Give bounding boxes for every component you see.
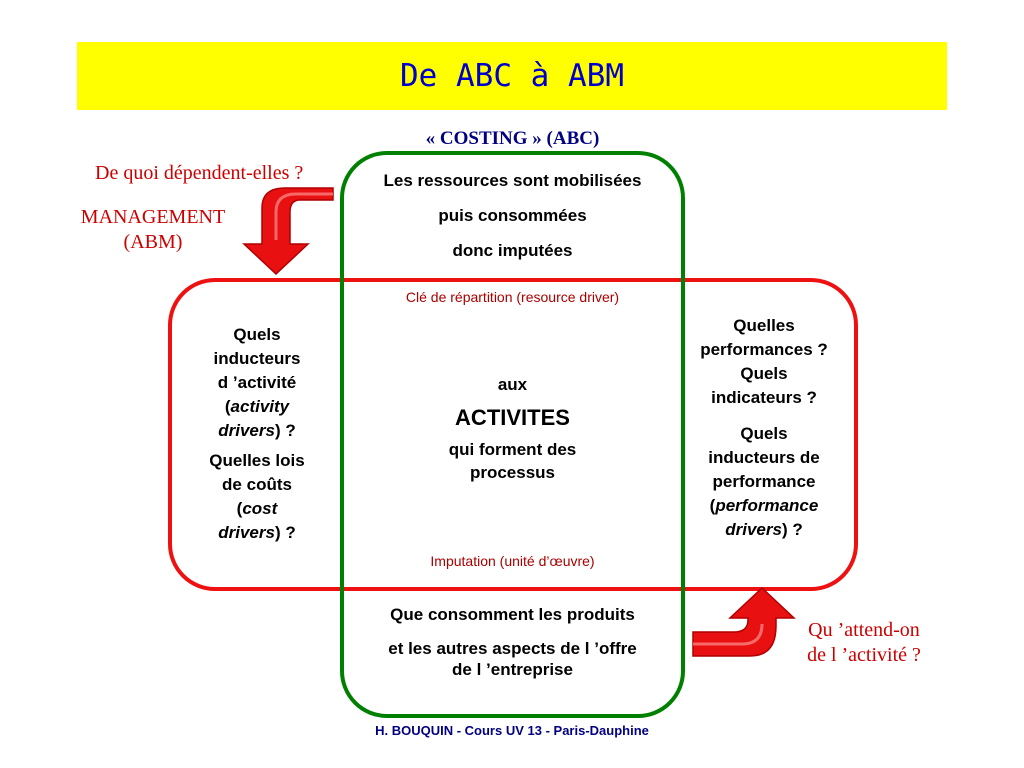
left-line8: (cost xyxy=(236,499,278,518)
center-top-text: Les ressources sont mobilisées puis cons… xyxy=(342,170,683,261)
activites-line1: qui forment des xyxy=(448,440,577,459)
left-line4: (activity xyxy=(224,397,290,416)
management-label: MANAGEMENT (ABM) xyxy=(60,205,246,255)
left-line9: drivers) ? xyxy=(218,523,296,542)
management-frame xyxy=(168,278,858,591)
center-top-line3: donc imputées xyxy=(452,241,573,260)
left-line6: Quelles lois xyxy=(209,451,305,470)
drivers-term: drivers xyxy=(725,520,782,539)
performance-term: performance xyxy=(715,496,819,515)
management-question: De quoi dépendent-elles ? xyxy=(95,162,304,184)
right-line4: indicateurs ? xyxy=(711,388,817,407)
right-line5: Quels xyxy=(740,424,788,443)
activity-term: activity xyxy=(230,397,290,416)
management-label-line1: MANAGEMENT xyxy=(80,206,226,228)
right-panel: Quelles performances ? Quels indicateurs… xyxy=(684,314,844,542)
right-line8: (performance xyxy=(709,496,819,515)
right-line2: performances ? xyxy=(700,340,828,359)
center-bottom-line2: et les autres aspects de l ’offre xyxy=(388,639,637,658)
left-line1: Quels xyxy=(233,325,281,344)
costing-label: « COSTING » (ABC) xyxy=(425,128,600,149)
right-line3: Quels xyxy=(740,364,788,383)
imputation-label: Imputation (unité d’œuvre) xyxy=(430,553,595,569)
left-panel: Quels inducteurs d ’activité (activity d… xyxy=(182,323,332,545)
activites-line2: processus xyxy=(469,463,556,482)
arrow-up-icon xyxy=(692,586,796,657)
title-banner xyxy=(77,42,947,110)
right-line1: Quelles xyxy=(733,316,795,335)
left-line7: de coûts xyxy=(222,475,292,494)
right-line7: performance xyxy=(712,472,816,491)
footer-credit: H. BOUQUIN - Cours UV 13 - Paris-Dauphin… xyxy=(375,723,649,738)
center-bottom-line3: de l ’entreprise xyxy=(452,660,573,679)
left-line3: d ’activité xyxy=(217,373,297,392)
page-title: De ABC à ABM xyxy=(400,58,624,94)
costing-frame xyxy=(340,151,685,718)
expectation-question: Qu ’attend-on de l ’activité ? xyxy=(775,618,953,668)
left-line5: drivers) ? xyxy=(218,421,296,440)
center-bottom-line1: Que consomment les produits xyxy=(390,605,635,624)
activities-block: aux ACTIVITES qui forment des processus xyxy=(342,374,683,484)
drivers-term: drivers xyxy=(218,421,275,440)
aux-label: aux xyxy=(497,375,528,394)
cost-term: cost xyxy=(242,499,278,518)
expectation-line1: Qu ’attend-on xyxy=(808,619,920,641)
arrow-down-icon xyxy=(242,187,334,276)
drivers-term: drivers xyxy=(218,523,275,542)
center-top-line2: puis consommées xyxy=(438,206,587,225)
activites-label: ACTIVITES xyxy=(455,405,570,430)
resource-driver-label: Clé de répartition (resource driver) xyxy=(405,289,620,305)
management-label-line2: (ABM) xyxy=(123,231,183,253)
right-line6: inducteurs de xyxy=(708,448,820,467)
expectation-line2: de l ’activité ? xyxy=(807,644,921,666)
left-line2: inducteurs xyxy=(213,349,301,368)
right-line9: drivers) ? xyxy=(725,520,803,539)
center-bottom-text: Que consomment les produits et les autre… xyxy=(342,604,683,680)
center-top-line1: Les ressources sont mobilisées xyxy=(383,171,642,190)
